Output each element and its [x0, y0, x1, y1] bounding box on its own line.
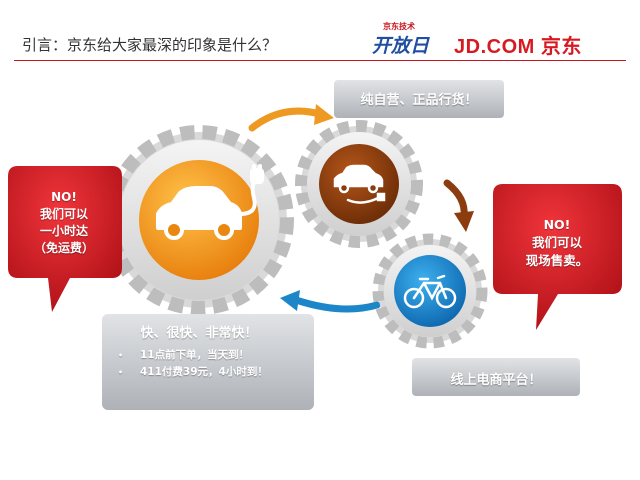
small-gear — [372, 233, 488, 349]
fast-box-item: •11点前下单，当天到！ — [118, 349, 250, 361]
right-callout-text: NO! 我们可以 现场售卖。 — [493, 216, 621, 270]
left-callout-no: NO! — [51, 190, 77, 204]
left-callout-line3: 一小时达 — [39, 224, 88, 238]
logo-open-day: 开放日 — [372, 35, 430, 57]
top-banner-text: 纯自营、正品行货！ — [360, 93, 478, 108]
left-callout — [8, 166, 122, 312]
logo-jd: JD.COM 京东 — [454, 36, 582, 58]
page-title: 引言：京东给大家最深的印象是什么？ — [22, 36, 278, 54]
bicycle-icon — [403, 274, 457, 309]
left-callout-line4: （免运费） — [33, 241, 94, 255]
electric-car-icon — [156, 164, 264, 240]
small-electric-car-icon — [333, 164, 386, 204]
left-callout-line2: 我们可以 — [39, 207, 88, 221]
fast-box-bg — [102, 314, 314, 410]
cycle-arrow-icon — [248, 104, 474, 313]
right-callout-line3: 现场售卖。 — [525, 253, 589, 268]
fast-box: 快、很快、非常快！ •11点前下单，当天到！ •411付费39元，4小时到！ — [104, 322, 314, 381]
left-callout-text: NO! 我们可以 一小时达 （免运费） — [8, 189, 120, 257]
fast-box-item: •411付费39元，4小时到！ — [118, 366, 268, 378]
right-callout-no: NO! — [543, 217, 571, 232]
fast-item-text: 11点前下单，当天到！ — [140, 349, 250, 361]
bottom-banner-text: 线上电商平台！ — [450, 373, 542, 388]
right-callout-line2: 我们可以 — [531, 235, 582, 250]
fast-box-title: 快、很快、非常快！ — [140, 326, 258, 341]
fast-item-text: 411付费39元，4小时到！ — [140, 366, 268, 378]
top-banner-bg — [334, 80, 504, 118]
bottom-banner-bg — [412, 358, 580, 396]
title-divider — [14, 60, 626, 61]
right-callout — [493, 184, 622, 330]
logo-tech-label: 京东技术 — [383, 22, 415, 31]
